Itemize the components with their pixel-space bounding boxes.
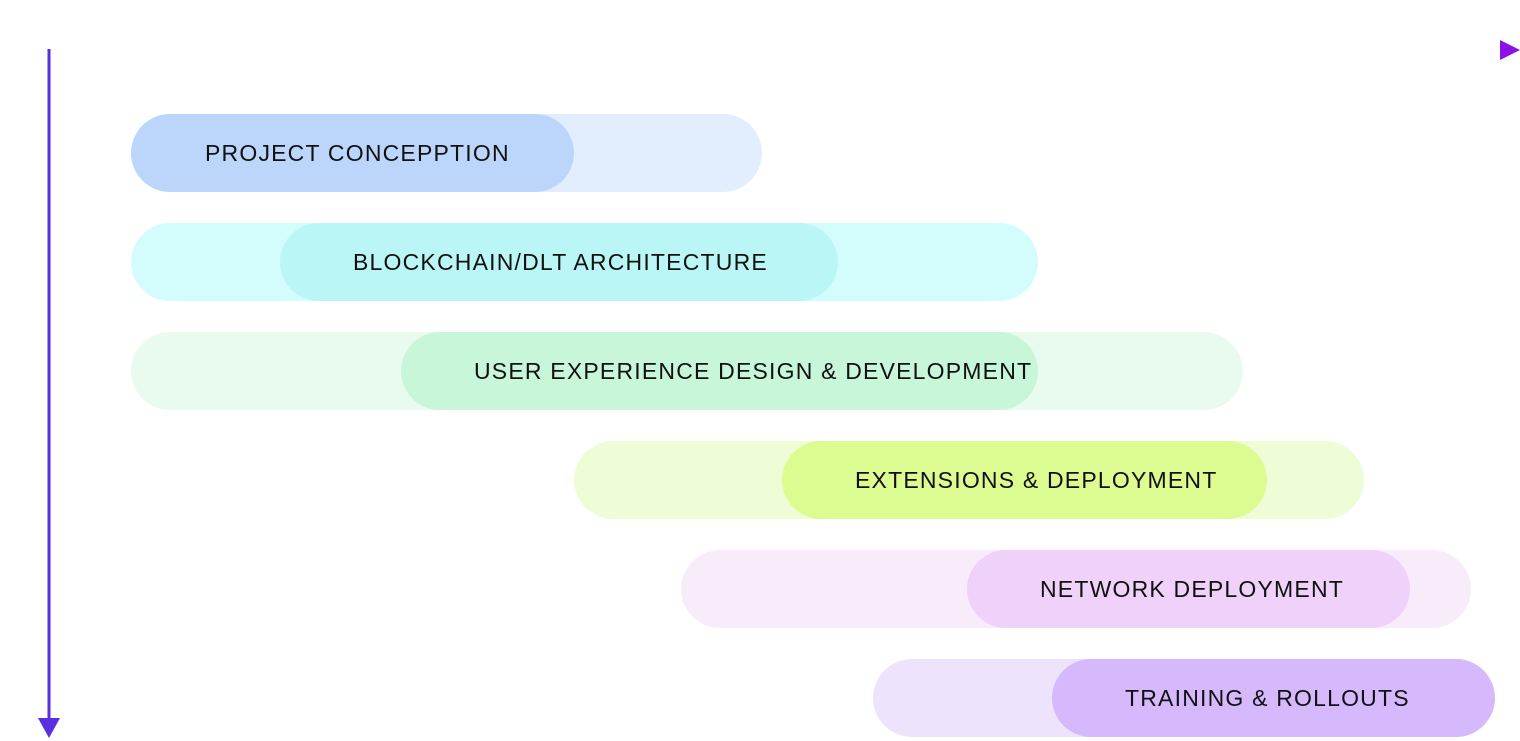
phase-label: PROJECT CONCEPPTION — [205, 139, 510, 166]
phase-row-extensions-deployment: EXTENSIONS & DEPLOYMENT — [0, 441, 1520, 519]
phase-pill: TRAINING & ROLLOUTS — [1052, 659, 1495, 737]
phase-pill: EXTENSIONS & DEPLOYMENT — [782, 441, 1267, 519]
phase-pill: NETWORK DEPLOYMENT — [967, 550, 1410, 628]
vertical-axis-arrowhead — [38, 718, 60, 738]
phase-label: BLOCKCHAIN/DLT ARCHITECTURE — [353, 248, 768, 275]
phase-pill: PROJECT CONCEPPTION — [131, 114, 574, 192]
phase-row-training-rollouts: TRAINING & ROLLOUTS — [0, 659, 1520, 737]
phase-row-blockchain-architecture: BLOCKCHAIN/DLT ARCHITECTURE — [0, 223, 1520, 301]
phase-label: NETWORK DEPLOYMENT — [1040, 575, 1345, 602]
horizontal-axis-arrowhead — [1500, 40, 1520, 60]
phase-label: EXTENSIONS & DEPLOYMENT — [855, 466, 1218, 493]
phase-pill: USER EXPERIENCE DESIGN & DEVELOPMENT — [401, 332, 1038, 410]
phase-label: USER EXPERIENCE DESIGN & DEVELOPMENT — [474, 357, 1033, 384]
phase-label: TRAINING & ROLLOUTS — [1125, 684, 1410, 711]
phase-row-network-deployment: NETWORK DEPLOYMENT — [0, 550, 1520, 628]
phase-row-ux-design: USER EXPERIENCE DESIGN & DEVELOPMENT — [0, 332, 1520, 410]
phase-pill: BLOCKCHAIN/DLT ARCHITECTURE — [280, 223, 838, 301]
phase-row-project-conception: PROJECT CONCEPPTION — [0, 114, 1520, 192]
